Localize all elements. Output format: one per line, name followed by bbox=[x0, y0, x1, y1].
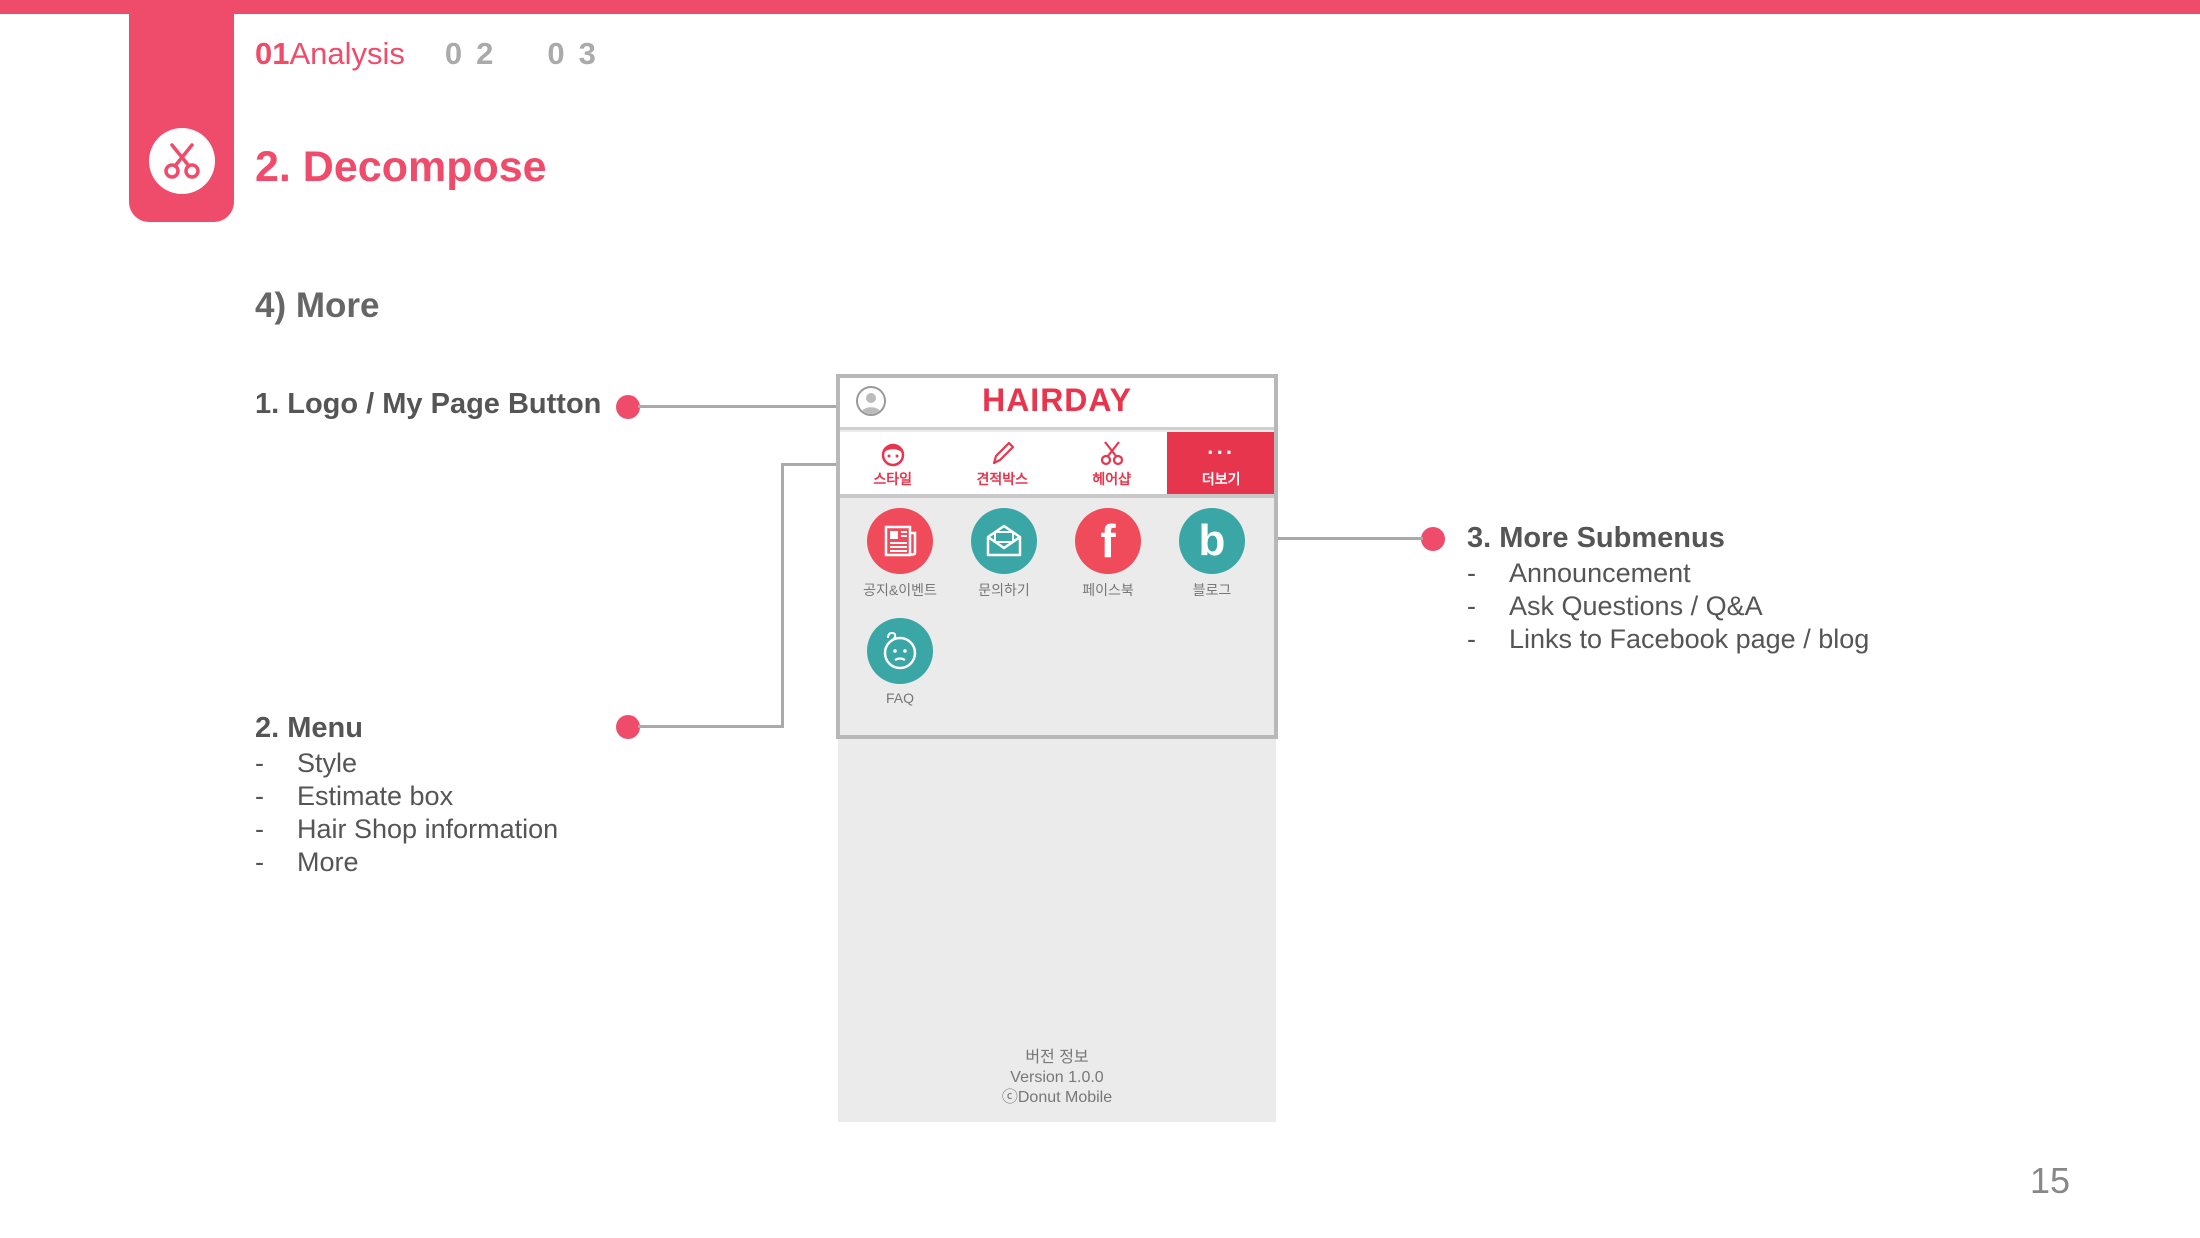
submenu-blog[interactable]: b 블로그 bbox=[1160, 508, 1264, 600]
page-number: 15 bbox=[2030, 1160, 2071, 1201]
submenu-announcement[interactable]: 공지&이벤트 bbox=[848, 508, 952, 600]
phone-highlight-frame bbox=[836, 374, 1278, 739]
scissors-badge bbox=[149, 128, 215, 194]
list-item: -Estimate box bbox=[255, 781, 454, 811]
faq-face-icon bbox=[883, 631, 917, 670]
callout-menu-line-top bbox=[781, 463, 838, 466]
pen-icon bbox=[993, 441, 1015, 465]
top-accent-bar bbox=[0, 0, 2200, 14]
menu-estimate-box[interactable]: 견적박스 bbox=[948, 432, 1058, 494]
envelope-icon bbox=[986, 524, 1022, 557]
callout-submenus-dot bbox=[1421, 527, 1445, 551]
submenu-ask-questions[interactable]: 문의하기 bbox=[952, 508, 1056, 600]
phone-screen: HAIRDAY 스타일 견적박스 bbox=[838, 374, 1276, 1122]
nav-02[interactable]: 02 bbox=[444, 36, 508, 71]
scissors-icon bbox=[164, 143, 200, 179]
menu-hair-shop[interactable]: 헤어샵 bbox=[1057, 432, 1167, 494]
callout-logo-dot bbox=[616, 395, 640, 419]
callout-menu-title: 2. Menu bbox=[255, 712, 363, 744]
submenu-facebook[interactable]: f 페이스북 bbox=[1056, 508, 1160, 600]
hairday-logo[interactable]: HAIRDAY bbox=[982, 382, 1132, 418]
my-page-button[interactable] bbox=[856, 386, 886, 416]
blog-icon: b bbox=[1198, 516, 1226, 565]
more-dots-icon: ··· bbox=[1207, 440, 1236, 465]
list-item: -More bbox=[255, 847, 359, 877]
section-nav: 01Analysis 02 03 bbox=[255, 36, 610, 72]
style-face-icon bbox=[881, 443, 904, 467]
submenu-faq[interactable]: FAQ bbox=[848, 618, 952, 706]
page-title: 2. Decompose bbox=[255, 143, 547, 191]
callout-submenus-title: 3. More Submenus bbox=[1467, 522, 1725, 554]
callout-submenus-list: -Announcement -Ask Questions / Q&A -Link… bbox=[1467, 557, 1869, 656]
callout-logo-title: 1. Logo / My Page Button bbox=[255, 388, 602, 420]
section-subtitle: 4) More bbox=[255, 286, 380, 325]
callout-menu-line-v bbox=[781, 463, 784, 728]
callout-submenus-line bbox=[1278, 537, 1423, 540]
user-icon bbox=[861, 393, 881, 414]
list-item: -Style bbox=[255, 748, 358, 778]
menu-style[interactable]: 스타일 bbox=[838, 432, 948, 494]
scissors-icon bbox=[1100, 441, 1123, 466]
section-tab bbox=[129, 0, 234, 222]
facebook-icon: f bbox=[1100, 515, 1116, 567]
list-item: -Links to Facebook page / blog bbox=[1467, 624, 1870, 654]
list-item: -Announcement bbox=[1467, 558, 1691, 588]
app-header: HAIRDAY bbox=[838, 374, 1276, 430]
callout-menu-line-h bbox=[638, 725, 784, 728]
nav-analysis[interactable]: 01Analysis bbox=[255, 36, 405, 71]
callout-menu-dot bbox=[616, 715, 640, 739]
list-item: -Hair Shop information bbox=[255, 814, 559, 844]
app-menu-bar: 스타일 견적박스 헤어샵 ··· 더보기 bbox=[838, 432, 1276, 498]
callout-logo-line bbox=[638, 405, 838, 408]
callout-menu-list: -Style -Estimate box -Hair Shop informat… bbox=[255, 747, 558, 879]
newspaper-icon bbox=[884, 525, 917, 557]
nav-03[interactable]: 03 bbox=[547, 36, 610, 71]
menu-more[interactable]: ··· 더보기 bbox=[1166, 432, 1276, 494]
version-info: 버전 정보 Version 1.0.0 ⓒDonut Mobile bbox=[1001, 1049, 1113, 1106]
list-item: -Ask Questions / Q&A bbox=[1467, 591, 1763, 621]
